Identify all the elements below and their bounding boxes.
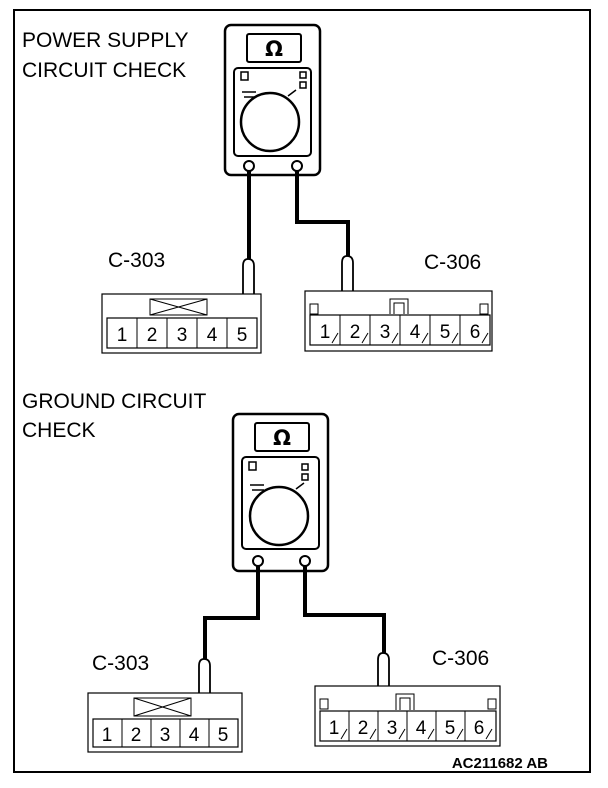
- pin-label: 5: [218, 725, 229, 746]
- pin-label: 4: [410, 322, 421, 343]
- power-check-title-line1: POWER SUPPLY: [22, 29, 188, 52]
- pin-label: 1: [117, 325, 128, 346]
- power-check-title-line2: CIRCUIT CHECK: [22, 59, 186, 82]
- pin-label: 4: [189, 725, 200, 746]
- dial-tick-icon: [250, 482, 305, 491]
- test-lead-right: [295, 171, 350, 258]
- test-lead-left: [203, 566, 260, 662]
- pin-label: 5: [237, 325, 248, 346]
- pin-label: 5: [440, 322, 451, 343]
- range-mark-icon: [301, 463, 309, 471]
- power-supply-check-section: POWER SUPPLY CIRCUIT CHECK Ω: [22, 23, 493, 354]
- figure-id: AC211682 AB: [452, 755, 548, 772]
- pin-label: 6: [474, 718, 485, 739]
- range-mark-icon: [299, 81, 307, 89]
- connector-c303: 1 2 3 4 5: [87, 692, 243, 753]
- pin-label: 2: [147, 325, 158, 346]
- pin-label: 3: [387, 718, 398, 739]
- rotary-dial-icon: [239, 91, 301, 153]
- pin-label: 3: [160, 725, 171, 746]
- connector-c306: 1 2 3 4 5 6: [314, 685, 501, 747]
- pin-label: 2: [358, 718, 369, 739]
- meter-display: [254, 422, 310, 452]
- meter-jack-com: [243, 160, 255, 172]
- pin-label: 4: [207, 325, 218, 346]
- pin-label: 3: [177, 325, 188, 346]
- rotary-dial-icon: [248, 485, 310, 547]
- range-mark-icon: [240, 71, 249, 81]
- meter-jack-v-ohm: [291, 160, 303, 172]
- range-mark-icon: [299, 71, 307, 79]
- connector-c303: 1 2 3 4 5: [101, 293, 262, 354]
- ohmmeter-bottom: Ω: [231, 412, 330, 573]
- meter-display: [246, 33, 302, 63]
- connector-c306: 1 2 3 4 5 6: [304, 290, 493, 352]
- pin-label: 1: [102, 725, 113, 746]
- ground-check-title-line1: GROUND CIRCUIT: [22, 390, 206, 413]
- ohm-symbol: Ω: [265, 37, 283, 61]
- ohmmeter-top: Ω: [223, 23, 322, 177]
- pin-label: 3: [380, 322, 391, 343]
- connector-c306-label: C-306: [432, 647, 489, 670]
- ground-check-title-line2: CHECK: [22, 419, 96, 442]
- ohm-symbol: Ω: [273, 426, 291, 450]
- pin-label: 2: [131, 725, 142, 746]
- diagram-frame: [13, 9, 591, 773]
- pin-label: 6: [470, 322, 481, 343]
- test-lead-right: [303, 566, 386, 656]
- meter-jack-com: [252, 555, 264, 567]
- meter-jack-v-ohm: [299, 555, 311, 567]
- connector-c306-label: C-306: [424, 251, 481, 274]
- connector-c303-label: C-303: [92, 652, 149, 675]
- range-mark-icon: [301, 473, 309, 481]
- pin-label: 4: [416, 718, 427, 739]
- connector-c303-label: C-303: [108, 249, 165, 272]
- pin-label: 1: [329, 718, 340, 739]
- pin-label: 2: [350, 322, 361, 343]
- pin-label: 5: [445, 718, 456, 739]
- ground-circuit-check-section: GROUND CIRCUIT CHECK Ω C: [22, 390, 501, 753]
- pin-label: 1: [320, 322, 331, 343]
- range-mark-icon: [248, 461, 257, 471]
